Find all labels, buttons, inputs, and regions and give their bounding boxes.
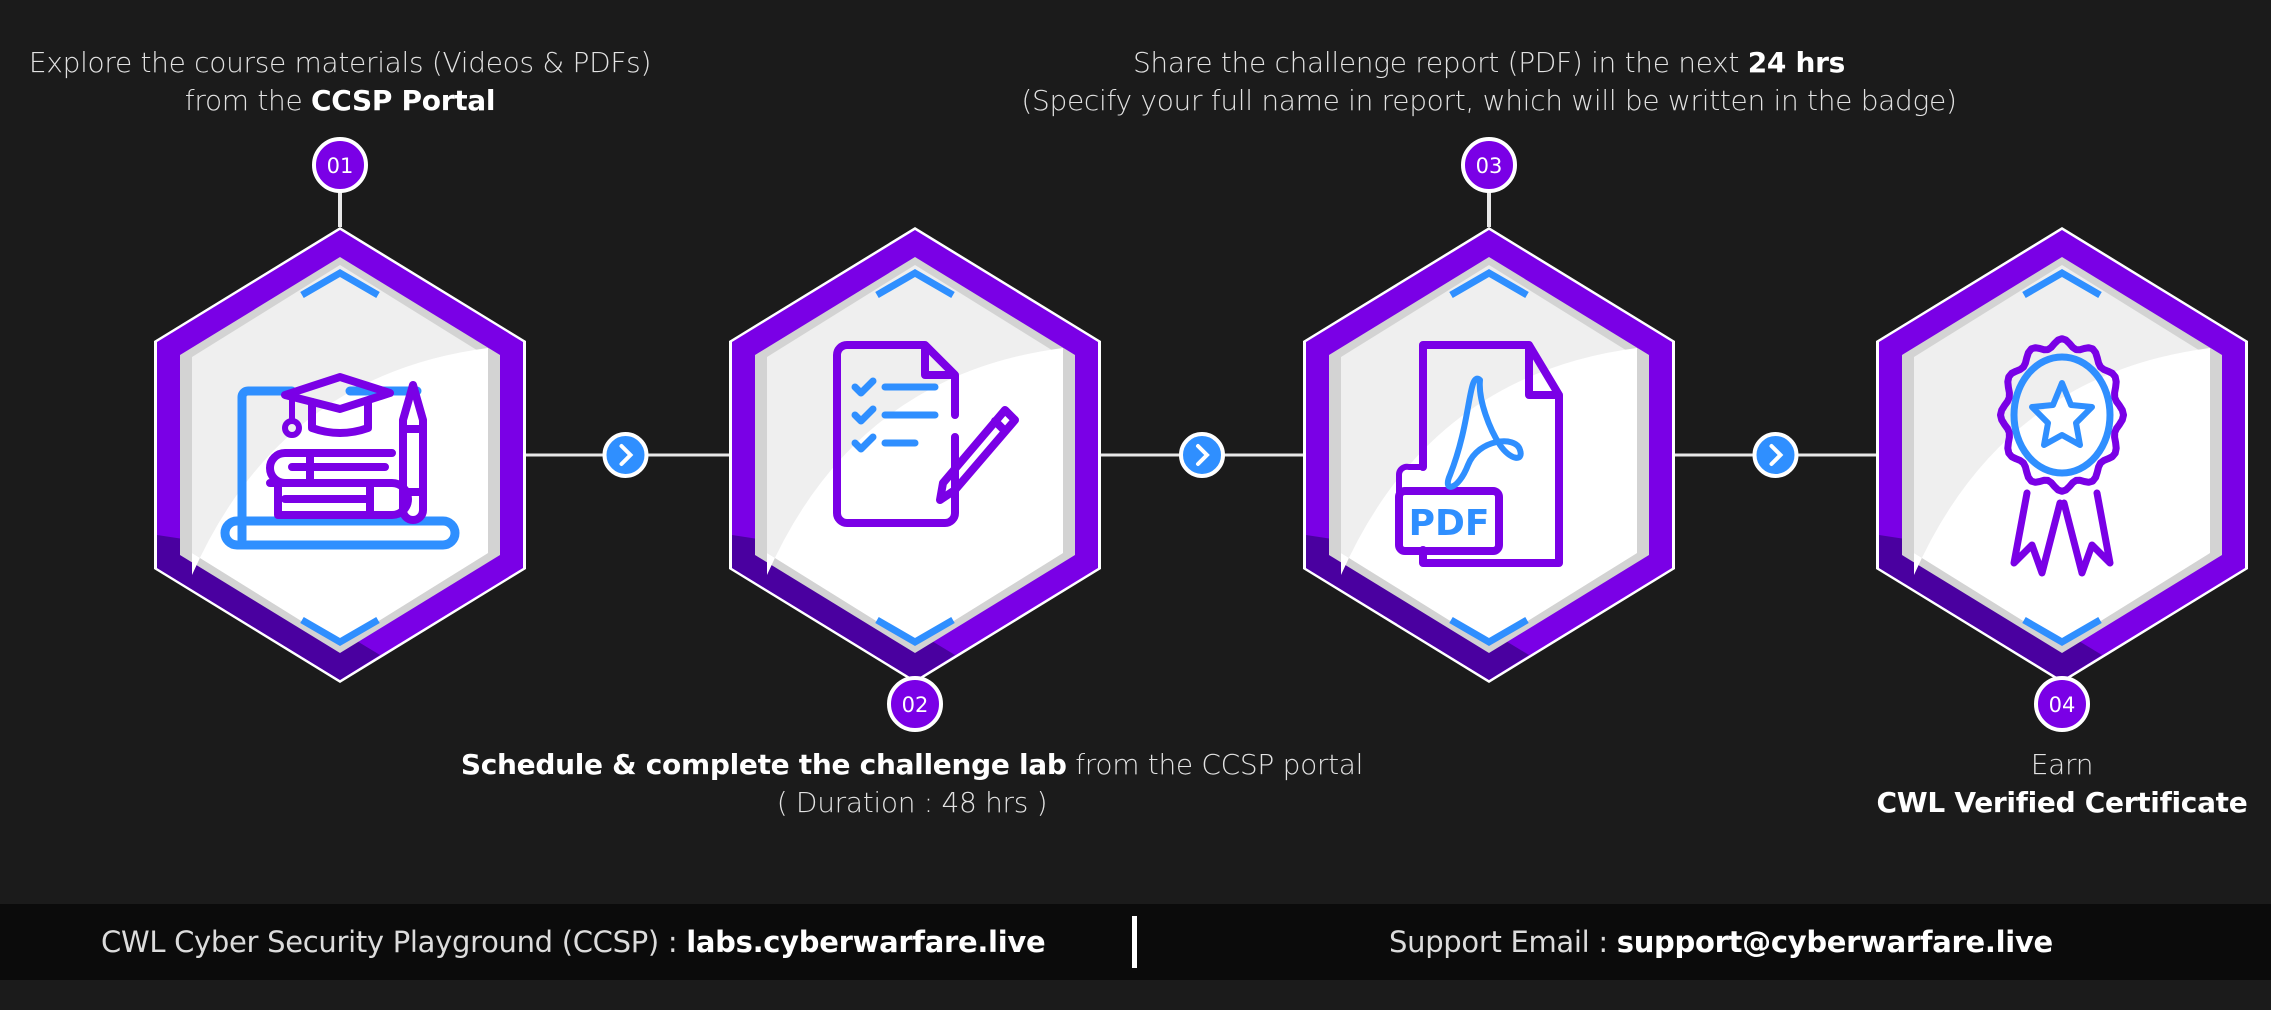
badge-circle (1461, 137, 1517, 193)
chevron-down-icon (875, 616, 955, 647)
footer-bar: CWL Cyber Security Playground (CCSP) : l… (0, 904, 2271, 980)
footer-ccsp: CWL Cyber Security Playground (CCSP) : l… (101, 924, 1046, 960)
certificate-text: CWL Verified Certificate (1876, 786, 2248, 819)
step-number: 04 (2049, 693, 2076, 717)
step-3-line1: Share the challenge report (PDF) in the … (1021, 44, 1956, 82)
step-number: 03 (1476, 154, 1503, 178)
step-4-line2: CWL Verified Certificate (1877, 784, 2248, 822)
chevron-up-icon (875, 268, 955, 299)
arrow-buttons (602, 432, 1799, 478)
arrow-circle (1179, 432, 1225, 478)
step-number: 02 (902, 693, 929, 717)
document-edit-checklist-icon (833, 341, 1019, 527)
chevron-right-icon (619, 444, 634, 466)
chevron-down-icon (1449, 616, 1529, 647)
hexagon-step-2 (729, 227, 1101, 683)
footer-divider (1132, 916, 1137, 968)
support-email-link[interactable]: support@cyberwarfare.live (1616, 925, 2053, 959)
hex-gloss (767, 348, 1063, 645)
step-2-line2: ( Duration : 48 hrs ) (776, 786, 1048, 819)
ccsp-label: CWL Cyber Security Playground (CCSP) : (101, 925, 687, 959)
step-badge-4: 04 (2034, 676, 2090, 732)
chevron-up-icon (2022, 268, 2102, 299)
step-4-description: Earn CWL Verified Certificate (1877, 746, 2248, 822)
chevron-up-icon (1449, 268, 1529, 299)
step-badges: 01 02 03 04 (312, 137, 2090, 732)
step-2-line1: Schedule & complete the challenge lab fr… (460, 746, 1364, 784)
hex-gloss (1914, 348, 2210, 645)
chevron-right-icon (1196, 444, 1210, 466)
hours-24-text: 24 hrs (1747, 46, 1846, 79)
step-3-line2: (Specify your full name in report, which… (1021, 84, 1957, 117)
badge-circle (312, 137, 368, 193)
chevron-up-icon (300, 268, 380, 299)
step-3-line1-pre: Share the challenge report (PDF) in the … (1132, 46, 1748, 79)
step-1-line1: Explore the course materials (Videos & P… (28, 46, 652, 79)
step-2-line1-post: from the CCSP portal (1066, 748, 1364, 781)
hexagon-step-4 (1876, 227, 2248, 683)
chevron-down-icon (300, 616, 380, 647)
footer-support: Support Email : support@cyberwarfare.liv… (1389, 924, 2053, 960)
step-4-line1: Earn (2030, 748, 2094, 781)
step-1-line2: from the CCSP Portal (29, 82, 651, 120)
support-label: Support Email : (1389, 925, 1617, 959)
chevron-right-icon (1769, 444, 1784, 466)
next-arrow-button[interactable] (1752, 432, 1799, 478)
step-1-line2-pre: from the (184, 84, 312, 117)
step-badge-2: 02 (887, 676, 943, 732)
step-2-description: Schedule & complete the challenge lab fr… (460, 746, 1364, 822)
step-badge-1: 01 (312, 137, 368, 193)
next-arrow-button[interactable] (602, 432, 649, 478)
badge-circle (2034, 676, 2090, 732)
step-2-line1-bold: Schedule & complete the challenge lab (460, 748, 1067, 781)
step-1-description: Explore the course materials (Videos & P… (29, 44, 651, 120)
badge-circle (887, 676, 943, 732)
pdf-file-icon: PDF (1395, 341, 1563, 567)
graduation-books-laptop-icon (220, 373, 460, 550)
pdf-label: PDF (1409, 503, 1490, 544)
chevron-down-icon (2022, 616, 2102, 647)
next-arrow-button[interactable] (1179, 432, 1225, 478)
step-badge-3: 03 (1461, 137, 1517, 193)
award-ribbon-star-icon (1997, 335, 2127, 577)
arrow-circle (1752, 432, 1799, 478)
hexagon-step-3 (1303, 227, 1675, 683)
arrow-circle (602, 432, 649, 478)
step-3-description: Share the challenge report (PDF) in the … (1021, 44, 1956, 120)
ccsp-link[interactable]: labs.cyberwarfare.live (686, 925, 1046, 959)
ccsp-portal-text: CCSP Portal (311, 84, 496, 117)
step-number: 01 (327, 154, 354, 178)
